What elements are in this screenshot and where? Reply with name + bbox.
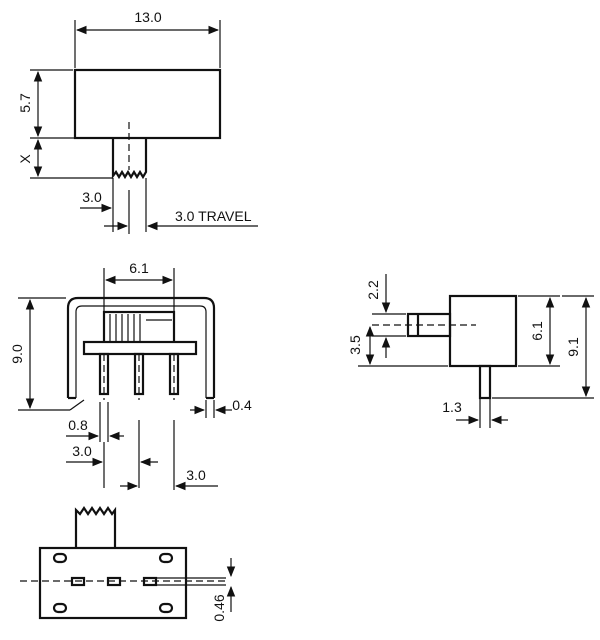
offset-label: 3.5 xyxy=(347,335,363,355)
front-height-label: 9.0 xyxy=(9,344,25,364)
actuator-label: 2.2 xyxy=(365,280,381,300)
front-width-label: 6.1 xyxy=(129,260,149,276)
lead-thickness-label: 0.4 xyxy=(232,397,252,413)
pitch-left-label: 3.0 xyxy=(72,443,92,459)
lead-right xyxy=(168,352,180,400)
height-label: 5.7 xyxy=(17,93,33,113)
side-view: 2.2 3.5 6.1 9.1 1.3 xyxy=(347,274,594,428)
top-view: 13.0 5.7 X 3.0 3.0 TRAVEL xyxy=(17,9,258,234)
slider-knob xyxy=(102,310,176,346)
lead-center xyxy=(133,352,145,400)
pin-label: 1.3 xyxy=(442,399,462,415)
travel-label: 3.0 TRAVEL xyxy=(175,208,252,224)
lead-left xyxy=(98,352,110,400)
terminal-side xyxy=(478,364,492,400)
actuator-top xyxy=(111,138,148,180)
body-height-label: 6.1 xyxy=(529,321,545,341)
x-label: X xyxy=(17,154,33,164)
switch-body-side xyxy=(448,294,518,368)
bottom-offset-label: 0.46 xyxy=(211,594,227,621)
switch-base xyxy=(82,340,198,356)
metal-cover xyxy=(66,296,216,398)
front-view: 6.1 xyxy=(9,260,252,491)
bottom-view: 0.46 xyxy=(20,506,236,622)
pitch-right-label: 3.0 xyxy=(186,467,206,483)
lead-width-label: 0.8 xyxy=(68,417,88,433)
total-height-label: 9.1 xyxy=(565,337,581,357)
width-label: 13.0 xyxy=(134,9,161,25)
actuator-bottom xyxy=(74,506,117,548)
switch-body-top xyxy=(73,68,222,140)
pitch-label: 3.0 xyxy=(82,189,102,205)
switch-body-bottom xyxy=(38,546,188,620)
